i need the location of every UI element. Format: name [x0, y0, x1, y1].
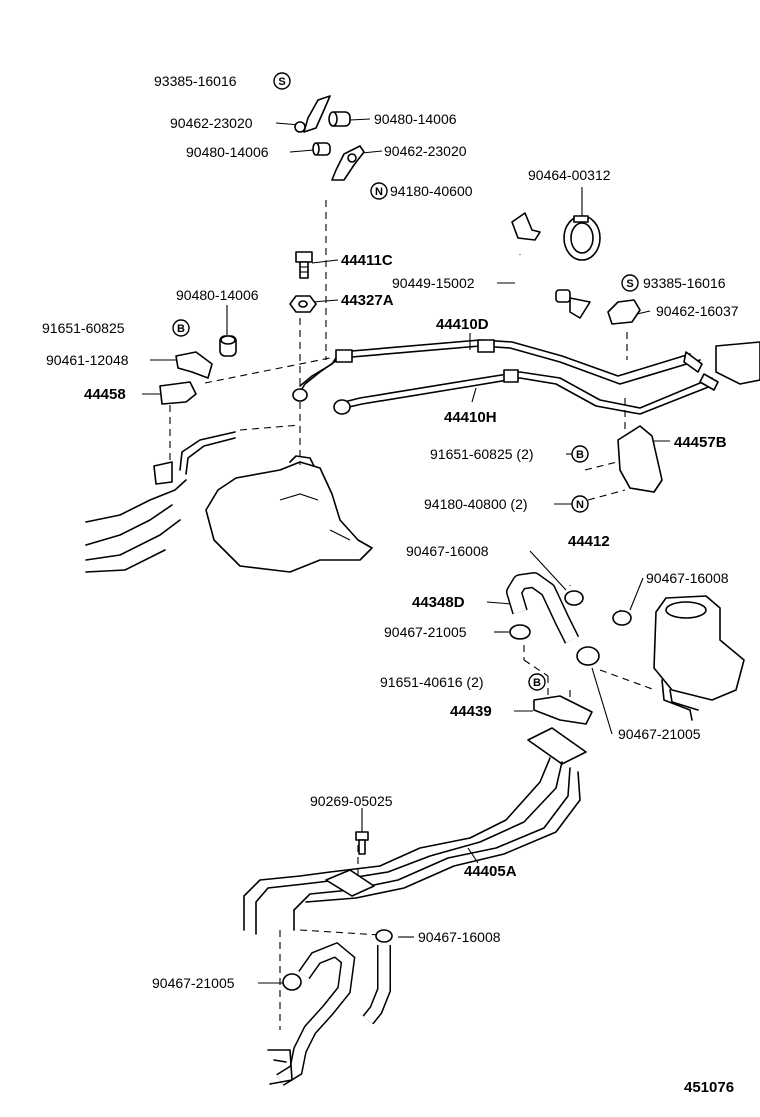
figure-number: 451076 — [684, 1079, 734, 1096]
clamp-90467-21005-b — [576, 646, 600, 666]
label-91651-40616: 91651-40616 (2) — [380, 674, 484, 690]
label-90467-21005-b: 90467-21005 — [618, 726, 701, 742]
bolt-90269-05025 — [355, 831, 369, 855]
label-93385-16016-right: 93385-16016 — [643, 275, 726, 291]
hose-90449-15002 — [511, 212, 591, 319]
label-90462-23020-a: 90462-23020 — [170, 115, 253, 131]
pipe-44410d — [292, 339, 703, 402]
cushion-90480-14006-a — [328, 111, 351, 127]
bracket-44439 — [533, 695, 593, 725]
clamp-90467-16008-a — [564, 590, 584, 606]
pipe-44405a — [243, 727, 587, 935]
badge-s-top: S — [273, 72, 291, 90]
badge-n-top: N — [370, 182, 388, 200]
reservoir-tank — [653, 595, 745, 721]
label-44410h: 44410H — [444, 409, 497, 426]
label-44457b: 44457B — [674, 434, 727, 451]
label-94180-40800: 94180-40800 (2) — [424, 496, 528, 512]
clamp-90462-23020-b — [331, 145, 365, 181]
clamp-90462-23020-a — [294, 95, 331, 133]
label-90467-16008-c: 90467-16008 — [418, 929, 501, 945]
svg-text:S: S — [278, 76, 285, 88]
clamp-90467-16008-b — [612, 610, 632, 626]
cushion-90480-14006-c — [219, 335, 237, 357]
bolt-44411c — [295, 251, 313, 279]
assembly-dashed-lines — [169, 200, 656, 1030]
clamp-90467-21005-a — [509, 624, 531, 640]
label-91651-60825-b: 91651-60825 (2) — [430, 446, 534, 462]
svg-text:S: S — [626, 278, 633, 290]
pipe-44410h — [333, 369, 719, 415]
badge-b-a: B — [172, 319, 190, 337]
label-44458: 44458 — [84, 386, 126, 403]
label-90467-21005-c: 90467-21005 — [152, 975, 235, 991]
label-44410d: 44410D — [436, 316, 489, 333]
badge-s-right: S — [621, 274, 639, 292]
svg-text:B: B — [576, 449, 584, 461]
label-90449-15002: 90449-15002 — [392, 275, 475, 291]
lower-hoses — [267, 929, 393, 1086]
gasket-44327a — [289, 295, 317, 313]
label-90467-16008-a: 90467-16008 — [406, 543, 489, 559]
label-91651-60825-a: 91651-60825 — [42, 320, 125, 336]
label-90480-14006-a: 90480-14006 — [374, 111, 457, 127]
connector-block — [715, 341, 760, 385]
svg-text:N: N — [576, 499, 584, 511]
leader-lines — [142, 80, 670, 984]
label-93385-16016-top: 93385-16016 — [154, 73, 237, 89]
label-44348d: 44348D — [412, 594, 465, 611]
clamp-90461-12048 — [175, 351, 213, 379]
badge-b-b: B — [571, 445, 589, 463]
cushion-90480-14006-b — [312, 142, 331, 156]
label-94180-40600: 94180-40600 — [390, 183, 473, 199]
label-90461-12048: 90461-12048 — [46, 352, 129, 368]
bracket-44458 — [159, 381, 197, 405]
label-44405a: 44405A — [464, 863, 517, 880]
clamp-90462-16037 — [607, 299, 641, 325]
hose-44412 — [562, 554, 624, 614]
label-90462-16037: 90462-16037 — [656, 303, 739, 319]
badge-b-c: B — [528, 673, 546, 691]
label-90462-23020-b: 90462-23020 — [384, 143, 467, 159]
band-clamp-90464-00312 — [563, 215, 601, 261]
label-44411c: 44411C — [341, 252, 393, 269]
label-44412: 44412 — [568, 533, 610, 550]
label-90480-14006-c: 90480-14006 — [176, 287, 259, 303]
label-90269-05025: 90269-05025 — [310, 793, 393, 809]
label-44439: 44439 — [450, 703, 492, 720]
compressor — [205, 455, 373, 573]
label-44327a: 44327A — [341, 292, 394, 309]
svg-text:B: B — [533, 677, 541, 689]
bracket-44457b — [617, 425, 663, 493]
badge-n-b: N — [571, 495, 589, 513]
svg-text:B: B — [177, 323, 185, 335]
label-90480-14006-b: 90480-14006 — [186, 144, 269, 160]
label-90467-21005-a: 90467-21005 — [384, 624, 467, 640]
lower-left-pipes — [85, 431, 236, 573]
part-labels: 93385-16016 90462-23020 90480-14006 9048… — [42, 73, 739, 1096]
label-90467-16008-b: 90467-16008 — [646, 570, 729, 586]
hose-44348d — [506, 572, 580, 644]
label-90464-00312: 90464-00312 — [528, 167, 611, 183]
svg-text:N: N — [375, 186, 383, 198]
